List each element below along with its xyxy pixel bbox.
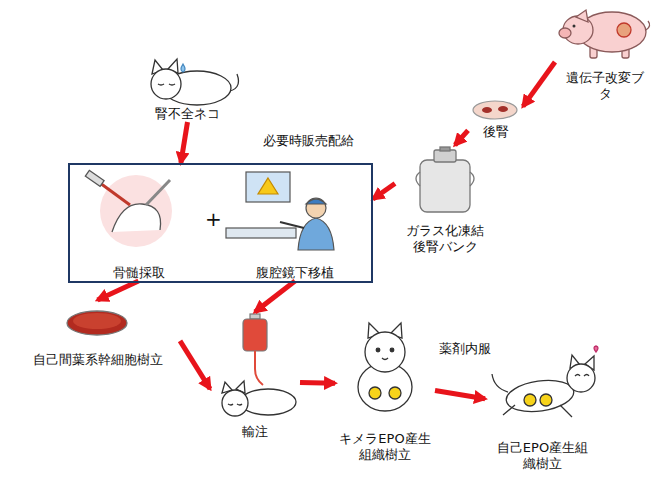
caption: 腹腔鏡下移植 [220, 265, 370, 281]
caption: 遺伝子改変ブタ [565, 70, 645, 103]
flow-arrow [435, 391, 485, 399]
infusion-step: 輸注 [210, 312, 300, 440]
caption: キメラEPO産生組織樹立 [335, 431, 435, 464]
flow-arrow [180, 341, 210, 389]
chimera-cat [358, 323, 412, 411]
caption: 自己EPO産生組織樹立 [493, 440, 593, 473]
flow-arrow [373, 184, 395, 200]
caption: 輸注 [210, 424, 300, 440]
sick-cat [151, 59, 239, 105]
flow-arrow [300, 380, 335, 386]
transplant-step: 腹腔鏡下移植 [220, 169, 370, 281]
edge-label: 薬剤内服 [438, 340, 492, 358]
flow-arrow [255, 281, 295, 312]
plus-sign: + [205, 207, 222, 231]
chimera-cat-step: キメラEPO産生組織樹立 [335, 318, 435, 463]
msc-culture: 自己間葉系幹細胞樹立 [15, 300, 180, 368]
bone-marrow-step: 骨髄採取 [76, 169, 201, 281]
kidney-bank: ガラス化凍結 後腎バンク [395, 145, 495, 255]
edge-label: 必要時販売配給 [262, 132, 355, 150]
metanephros-dish: 後腎 [468, 92, 523, 140]
flow-arrow [455, 130, 468, 145]
flow-arrow [98, 281, 139, 300]
procedure-frame: + 骨髄採取 腹腔鏡下移植 [68, 163, 373, 283]
culture-dish [67, 311, 127, 335]
caption: ガラス化凍結 後腎バンク [400, 223, 490, 256]
petri-dish [473, 101, 517, 119]
infusion [243, 314, 267, 385]
flow-arrow [181, 122, 188, 163]
caption: 骨髄採取 [76, 265, 201, 281]
laparoscopic-surgery [226, 172, 334, 250]
own-epo-step: 自己EPO産生組織樹立 [485, 350, 600, 472]
caption: 自己間葉系幹細胞樹立 [15, 352, 180, 368]
caption: 後腎 [468, 124, 523, 140]
caption: 腎不全ネコ [140, 106, 235, 122]
healthy-cat [492, 346, 598, 417]
pig [559, 10, 650, 58]
cryo-tank [416, 147, 474, 212]
patient-cat: 腎不全ネコ [140, 40, 235, 122]
bone-marrow-harvest [85, 170, 172, 247]
flow-arrow [523, 62, 555, 106]
infused-cat [222, 381, 296, 416]
gm-pig: 遺伝子改変ブタ [555, 2, 655, 102]
